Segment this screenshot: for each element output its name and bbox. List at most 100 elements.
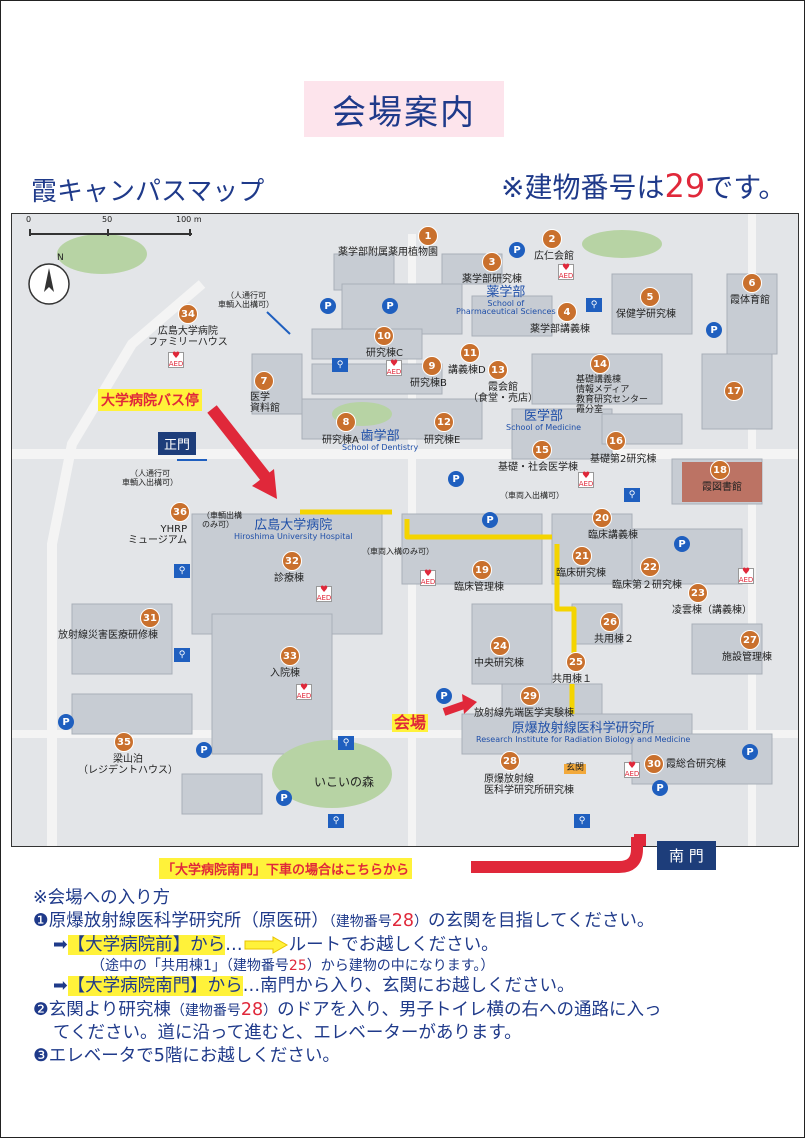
parking-icon: P	[448, 471, 464, 487]
map-base	[12, 214, 798, 846]
access-notes: ※会場への入り方 ❶原爆放射線医科学研究所（原医研）（建物番号28）の玄関を目指…	[33, 887, 793, 1068]
parking-icon: P	[382, 298, 398, 314]
pin-30: 30	[644, 754, 664, 774]
label-25: 共用棟１	[552, 674, 592, 685]
pin-35: 35	[114, 732, 134, 752]
south-gate-note: 「大学病院南門」下車の場合はこちらから	[159, 858, 413, 879]
label-22: 臨床第２研究棟	[612, 580, 682, 591]
route-b: ➡【大学病院南門】から…南門から入り、玄関にお越しください。	[33, 975, 793, 998]
pin-5: 5	[640, 287, 660, 307]
pin-25: 25	[566, 652, 586, 672]
pin-2: 2	[542, 229, 562, 249]
bike-icon: ⚲	[174, 648, 190, 662]
bike-icon: ⚲	[338, 736, 354, 750]
page-title: 会場案内	[304, 81, 504, 137]
pin-23: 23	[688, 583, 708, 603]
vehicle-out-only-label: （車輌出構 のみ可）	[202, 511, 242, 529]
pin-18: 18	[710, 460, 730, 480]
label-4: 薬学部講義棟	[530, 324, 590, 335]
route-a-arrow: ➡	[53, 934, 68, 955]
vehicle-in-out-label: （車両入出構可）	[500, 491, 564, 500]
pin-24: 24	[490, 636, 510, 656]
faculty-pharm-ja: 薬学部	[486, 285, 526, 300]
parking-icon: P	[674, 536, 690, 552]
route-a-highlight: 【大学病院前】から	[67, 934, 226, 955]
note-prefix: ※建物番号は	[501, 171, 665, 204]
pin-29: 29	[520, 686, 540, 706]
pin-28: 28	[500, 751, 520, 771]
label-26: 共用棟２	[594, 634, 634, 645]
step-1-d: の玄関を目指してください。	[427, 911, 655, 932]
label-8: 研究棟A	[322, 435, 359, 446]
label-30: 霞総合研究棟	[666, 759, 726, 770]
scale-label-0: 0	[26, 215, 32, 224]
aed-text: AED	[578, 480, 594, 488]
aed-text: AED	[168, 360, 184, 368]
pin-11: 11	[460, 343, 480, 363]
label-11: 講義棟D	[448, 365, 486, 376]
building-number-note: ※建物番号は29です。	[501, 166, 786, 206]
aed-icon: ♥AED	[558, 263, 574, 280]
faculty-dent-ja: 歯学部	[360, 429, 400, 444]
pin-14: 14	[590, 354, 610, 374]
step-1-c: ）	[413, 914, 428, 931]
label-24: 中央研究棟	[474, 658, 524, 669]
aed-text: AED	[624, 770, 640, 778]
pin-13: 13	[488, 360, 508, 380]
pin-20: 20	[592, 508, 612, 528]
faculty-med-en: School of Medicine	[506, 422, 582, 432]
label-23: 凌雲棟（講義棟）	[672, 605, 752, 616]
pin-27: 27	[740, 630, 760, 650]
step-2-num: 28	[240, 999, 264, 1020]
aed-icon: ♥AED	[420, 569, 436, 586]
faculty-hosp-ja: 広島大学病院	[254, 518, 333, 533]
map-title: 霞キャンパスマップ	[31, 177, 265, 207]
bike-icon: ⚲	[624, 488, 640, 502]
label-7: 医学 資料館	[250, 392, 280, 414]
route-a-note-num: 25	[288, 957, 307, 974]
faculty-med-ja: 医学部	[524, 409, 564, 424]
pin-26: 26	[600, 612, 620, 632]
parking-icon: P	[196, 742, 212, 758]
aed-text: AED	[386, 368, 402, 376]
label-36: YHRP ミュージアム	[128, 524, 188, 546]
note-suffix: です。	[705, 171, 787, 204]
step-3: ❸エレベータで5階にお越しください。	[33, 1045, 793, 1068]
step-3-a: エレベータで5階にお越しください。	[48, 1046, 340, 1067]
label-9: 研究棟B	[410, 378, 447, 389]
pin-10: 10	[374, 326, 394, 346]
main-gate-label: 正門	[158, 432, 197, 455]
step-1-b: （建物番号	[328, 914, 392, 931]
step-1-bullet: ❶	[33, 911, 49, 932]
parking-icon: P	[436, 688, 452, 704]
pin-8: 8	[336, 412, 356, 432]
venue-label: 会場	[392, 713, 429, 732]
route-a-note-a: （途中の「共用棟1」（建物番号	[91, 957, 289, 974]
label-21: 臨床研究棟	[556, 568, 606, 579]
pin-1: 1	[418, 226, 438, 246]
label-35: 梁山泊 （レジデントハウス）	[78, 754, 178, 776]
pin-9: 9	[422, 356, 442, 376]
campus-map: 0 50 100 m N 1 薬学部附属薬用植物園 2 広仁会館 3 薬学部研究…	[11, 213, 799, 847]
bike-icon: ⚲	[586, 298, 602, 312]
faculty-hosp-en: Hiroshima University Hospital	[234, 531, 353, 541]
label-32: 診療棟	[274, 573, 304, 584]
aed-text: AED	[420, 578, 436, 586]
pin-33: 33	[280, 646, 300, 666]
route-a-rest2: ルートでお越しください。	[288, 934, 499, 955]
step-2-b: （建物番号	[170, 1002, 241, 1019]
label-19: 臨床管理棟	[454, 582, 504, 593]
label-5: 保健学研究棟	[616, 309, 676, 320]
pin-16: 16	[606, 431, 626, 451]
pin-17: 17	[724, 381, 744, 401]
parking-icon: P	[509, 242, 525, 258]
pin-15: 15	[532, 440, 552, 460]
pin-31: 31	[140, 608, 160, 628]
aed-icon: ♥AED	[738, 567, 754, 584]
label-20: 臨床講義棟	[588, 530, 638, 541]
label-16: 基礎第2研究棟	[590, 454, 657, 465]
route-b-highlight: 【大学病院南門】から	[67, 976, 243, 997]
